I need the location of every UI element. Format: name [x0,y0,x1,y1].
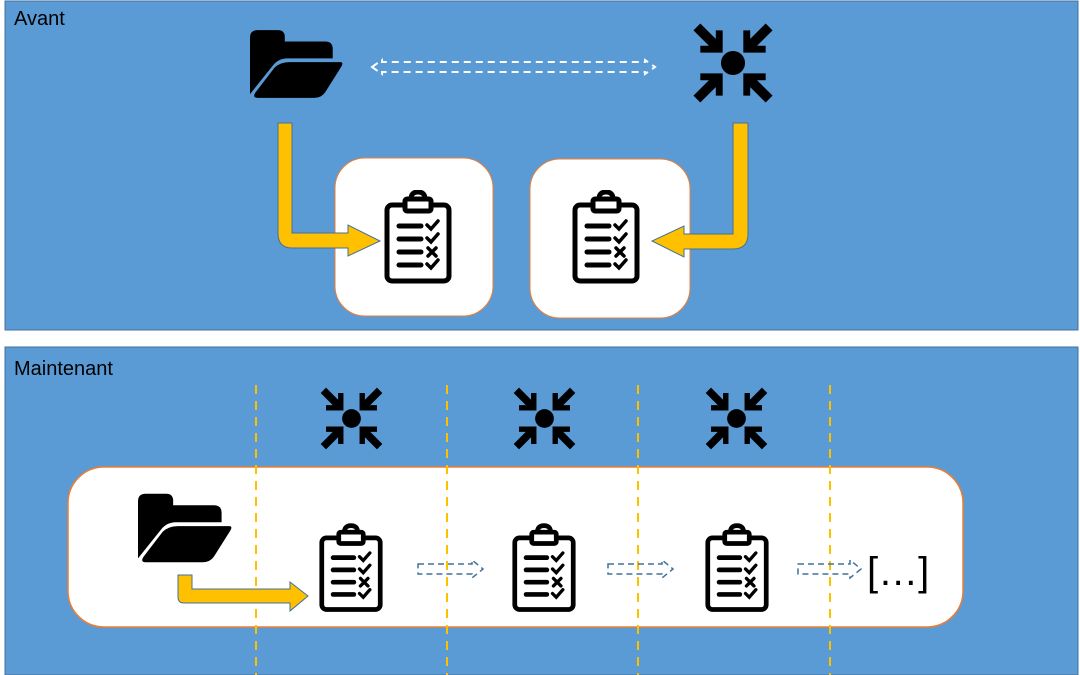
panel-label-after: Maintenant [14,358,113,380]
dashed-arrow-next-stage [797,558,863,580]
panel-before: Avant [4,0,1079,331]
bidirectional-dashed-arrow [370,58,657,76]
stage-dividers [255,385,831,675]
dashed-arrow-next-stage [417,558,485,580]
panel-after: Maintenant […] [4,346,1079,675]
yellow-arrow-converge-to-checklist [650,122,749,258]
yellow-arrow-folder-to-checklist [277,122,382,257]
continuation-ellipsis: […] [867,550,929,594]
panel-label-before: Avant [14,8,65,30]
yellow-arrow-folder-to-checklist [177,574,309,613]
dashed-arrow-next-stage [607,558,675,580]
